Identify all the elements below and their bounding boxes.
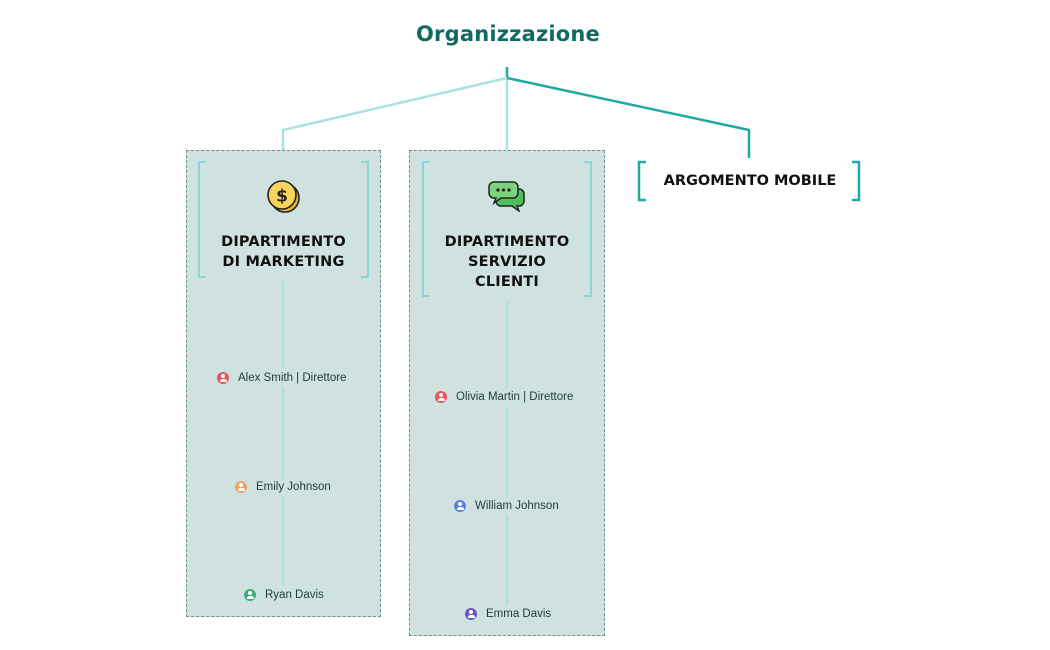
- user-avatar-icon: [465, 608, 477, 620]
- user-avatar-icon: [235, 481, 247, 493]
- department-servizio-clienti-title[interactable]: DIPARTIMENTO SERVIZIO CLIENTI: [419, 232, 595, 292]
- chat-bubbles-icon: [488, 181, 525, 212]
- member-name: Emily Johnson: [256, 481, 331, 493]
- floating-topic-title[interactable]: ARGOMENTO MOBILE: [663, 173, 837, 189]
- connector-root-marketing: [281, 76, 508, 158]
- floating-topic-frame: [637, 160, 861, 202]
- department-marketing-frame: [198, 161, 369, 600]
- user-avatar-icon: [217, 372, 229, 384]
- member-emily-johnson[interactable]: Emily Johnson: [231, 478, 335, 496]
- member-ryan-davis[interactable]: Ryan Davis: [240, 586, 328, 604]
- department-marketing-title-text: DIPARTIMENTO DI MARKETING: [221, 234, 346, 270]
- root-topic-title[interactable]: Organizzazione: [415, 22, 601, 46]
- connector-root-floating: [506, 76, 751, 158]
- dollar-coin-icon: $: [267, 180, 300, 213]
- user-avatar-icon: [454, 500, 466, 512]
- member-name: Ryan Davis: [265, 589, 324, 601]
- member-name: Emma Davis: [486, 608, 552, 620]
- member-william-johnson[interactable]: William Johnson: [450, 497, 563, 515]
- department-servizio-clienti-frame: [422, 161, 592, 620]
- member-emma-davis[interactable]: Emma Davis: [461, 605, 556, 623]
- member-alex-smith[interactable]: Alex Smith | Direttore: [213, 369, 351, 387]
- member-name: Olivia Martin | Direttore: [456, 391, 574, 403]
- department-servizio-clienti-title-text: DIPARTIMENTO SERVIZIO CLIENTI: [444, 234, 570, 290]
- svg-text:$: $: [276, 187, 288, 207]
- user-avatar-icon: [435, 391, 447, 403]
- member-name: William Johnson: [475, 500, 559, 512]
- member-olivia-martin[interactable]: Olivia Martin | Direttore: [431, 388, 578, 406]
- user-avatar-icon: [244, 589, 256, 601]
- department-marketing-title[interactable]: DIPARTIMENTO DI MARKETING: [196, 232, 371, 272]
- member-name: Alex Smith | Direttore: [238, 372, 347, 384]
